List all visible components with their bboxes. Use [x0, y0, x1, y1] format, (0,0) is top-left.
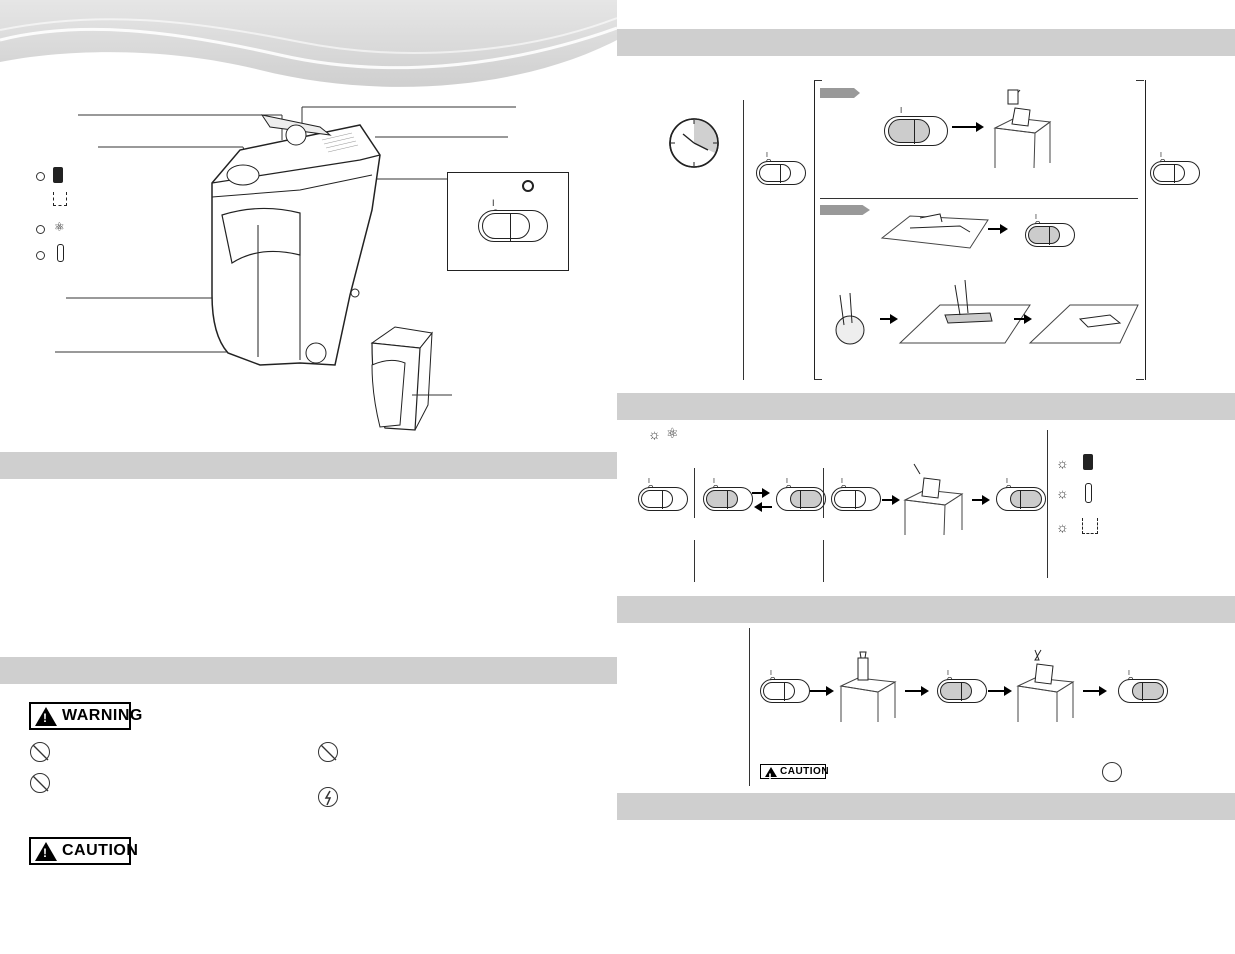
led-bin-full: [36, 172, 45, 181]
led-thermal: [36, 251, 45, 260]
bin-full-icon: [53, 167, 63, 183]
procedure-bracket: [814, 80, 1146, 380]
arrow-startup-a: [952, 122, 984, 132]
indicator-light-icon: ☼: [648, 426, 661, 442]
arrow-ind-right: [752, 488, 770, 498]
divider-indicators: [1047, 430, 1048, 578]
paper-feed-ind: [903, 463, 964, 535]
paper-feed-illustration: [993, 89, 1052, 168]
led-overload: [36, 225, 45, 234]
electric-icon: [318, 787, 338, 807]
jam-clear-top: [880, 213, 989, 249]
bin-open-icon: [53, 192, 67, 206]
thermometer-icon: [57, 244, 64, 262]
warning-label: WARNING: [29, 702, 142, 730]
jam-clear-steps: [835, 279, 1139, 345]
switch-detail-box: [447, 172, 569, 271]
no-tie-icon: [30, 773, 50, 793]
no-hair-icon: [318, 742, 338, 762]
arrow-maint-4: [1083, 686, 1107, 696]
step-tab-a: [820, 88, 860, 98]
section-band-operation: [0, 452, 617, 479]
step-tab-b: [820, 205, 870, 215]
section-band-maintenance: [617, 596, 1235, 623]
shredder-illustration: [55, 106, 516, 431]
power-icon: [522, 180, 534, 192]
caution-triangle-icon: [35, 841, 57, 861]
section-band-startup: [617, 29, 1235, 56]
section-band-safety: [0, 657, 617, 684]
arrow-maint-1: [810, 686, 834, 696]
arrow-maint-3: [988, 686, 1012, 696]
arrow-jam-c: [1014, 314, 1032, 324]
arrow-ind-4: [882, 495, 900, 505]
no-hands-icon: [30, 742, 50, 762]
overload-icon-row: ⚛: [666, 425, 679, 441]
header-wave: [0, 0, 617, 87]
paper-feed-maint: [1016, 649, 1075, 722]
arrow-jam-b: [880, 314, 898, 324]
indicator-light-icon-3: ☼: [1056, 519, 1069, 535]
bin-full-icon-legend: [1083, 454, 1093, 470]
section-band-indicators: [617, 393, 1235, 420]
arrow-ind-left: [754, 502, 772, 512]
arrow-jam-a: [988, 224, 1008, 234]
caution-label-small: CAUTION: [760, 764, 829, 785]
section-band-troubleshoot: [617, 793, 1235, 820]
no-hair-icon-maint: [1102, 762, 1122, 782]
thermometer-icon-legend: [1085, 483, 1092, 503]
bin-open-icon-legend: [1082, 518, 1098, 534]
arrow-maint-2: [905, 686, 929, 696]
caution-label: CAUTION: [29, 837, 138, 865]
indicator-light-icon-2: ☼: [1056, 485, 1069, 501]
procedure-divider: [820, 198, 1138, 199]
divider-maintenance: [749, 628, 750, 786]
warning-triangle-icon: [35, 706, 57, 726]
divider-startup: [743, 100, 744, 380]
indicator-light-icon-1: ☼: [1056, 455, 1069, 471]
oil-illustration: [839, 651, 897, 722]
overload-icon: ⚛: [54, 220, 65, 234]
arrow-ind-5: [972, 495, 990, 505]
clock-icon: [669, 118, 719, 168]
